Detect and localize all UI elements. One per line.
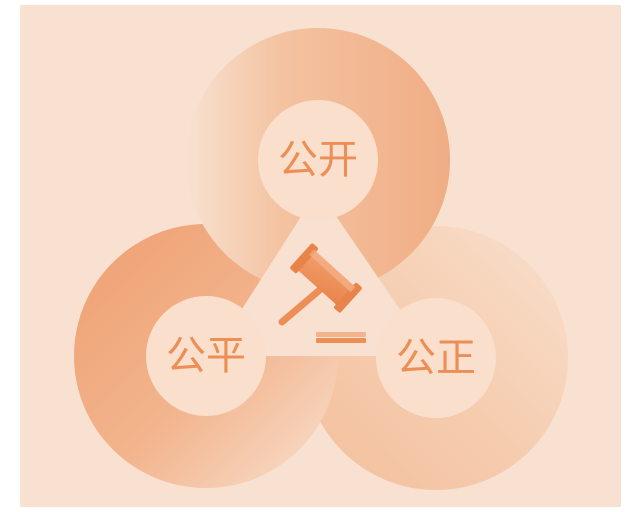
label-right: 公正: [396, 335, 476, 381]
label-left: 公平: [166, 333, 246, 379]
label-top: 公开: [278, 137, 358, 183]
